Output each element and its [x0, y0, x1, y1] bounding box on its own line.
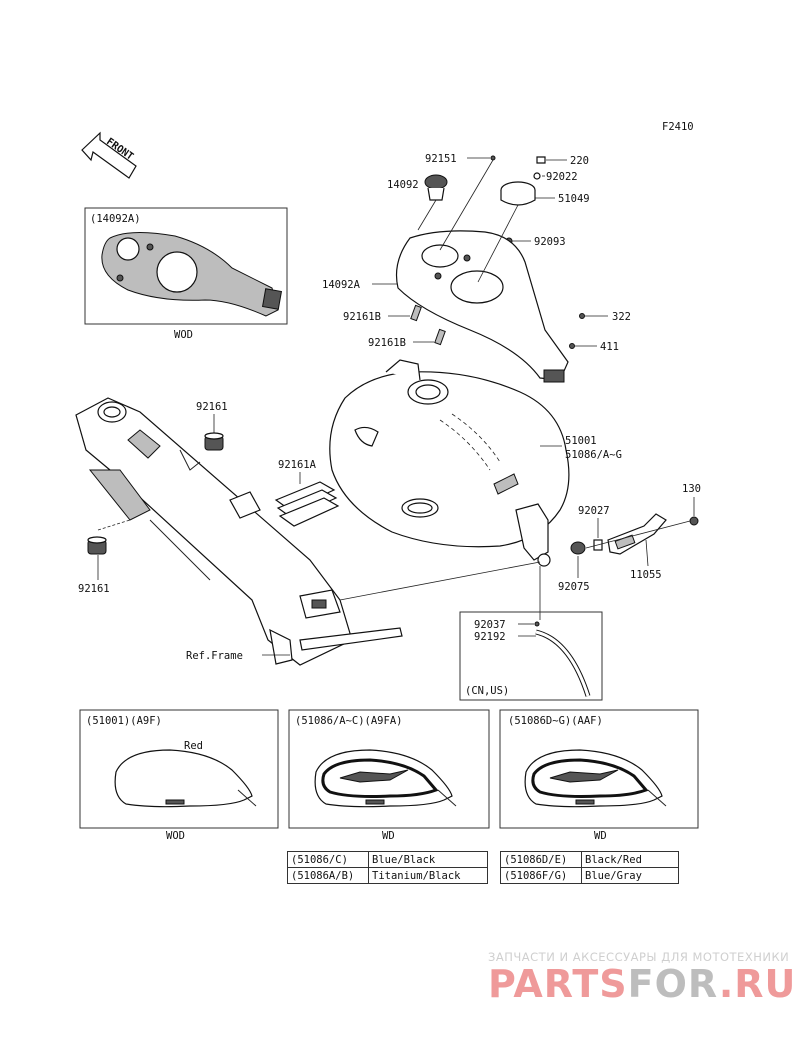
label-51049: 51049	[558, 193, 590, 205]
watermark-logo-part-b: FOR	[627, 962, 719, 1006]
inset-14092a-caption: WOD	[174, 329, 193, 341]
label-ref-frame: Ref.Frame	[186, 650, 243, 662]
front-arrow-icon: FRONT	[81, 131, 137, 179]
part-92161b-damper-2	[434, 328, 446, 346]
part-14092a-console-pad	[395, 230, 569, 383]
panel-51001-color-label: Red	[184, 740, 203, 752]
part-92022-washer	[533, 172, 541, 180]
part-411-nut	[569, 343, 575, 349]
panel-51001-caption: WOD	[166, 830, 185, 842]
color-row: (51086/C) Blue/Black	[287, 851, 488, 868]
label-92022: 92022	[546, 171, 578, 183]
part-220-screw	[536, 156, 546, 164]
label-92027: 92027	[578, 505, 610, 517]
part-92161-damper-top	[204, 432, 224, 451]
label-51001: 51001	[565, 435, 597, 447]
label-92093: 92093	[534, 236, 566, 248]
color-row: (51086A/B) Titanium/Black	[287, 867, 488, 884]
inset-cn-us-caption: (CN,US)	[465, 685, 509, 697]
color-name: Blue/Black	[368, 851, 488, 868]
color-name: Black/Red	[581, 851, 679, 868]
color-row: (51086F/G) Blue/Gray	[500, 867, 679, 884]
part-322-screw	[579, 313, 585, 319]
label-322: 322	[612, 311, 631, 323]
label-92161b-2: 92161B	[368, 337, 406, 349]
color-code: (51086A/B)	[287, 867, 369, 884]
label-92161-bottom: 92161	[78, 583, 110, 595]
label-92151: 92151	[425, 153, 457, 165]
panel-51001-tank-side	[114, 749, 257, 808]
panel-51086dg-tank-side	[524, 749, 667, 808]
label-92192: 92192	[474, 631, 506, 643]
part-92075-grommet	[570, 541, 586, 555]
label-92037: 92037	[474, 619, 506, 631]
label-130: 130	[682, 483, 701, 495]
part-92161b-damper-1	[410, 304, 422, 322]
part-14092-cap	[424, 174, 448, 201]
panel-51086dg-box	[499, 709, 699, 829]
part-130-bolt	[689, 516, 699, 526]
panel-51001-title: (51001)(A9F)	[86, 715, 162, 727]
label-51086-a-g: 51086/A~G	[565, 449, 622, 461]
part-51049-cap	[500, 181, 536, 206]
panel-51086ac-caption: WD	[382, 830, 395, 842]
label-11055: 11055	[630, 569, 662, 581]
diagram-id: F2410	[662, 121, 694, 133]
color-code: (51086F/G)	[500, 867, 582, 884]
label-220: 220	[570, 155, 589, 167]
inset-cn-us-box	[459, 611, 603, 701]
panel-51086ac-box	[288, 709, 490, 829]
color-table-right: (51086D/E) Black/Red (51086F/G) Blue/Gra…	[500, 851, 679, 884]
color-code: (51086/C)	[287, 851, 369, 868]
part-92161-damper-bottom	[87, 536, 107, 555]
panel-51086ac-tank-side	[314, 749, 457, 808]
part-92192-tube	[535, 629, 591, 697]
color-row: (51086D/E) Black/Red	[500, 851, 679, 868]
label-92075: 92075	[558, 581, 590, 593]
color-code: (51086D/E)	[500, 851, 582, 868]
label-92161b-1: 92161B	[343, 311, 381, 323]
panel-51086dg-caption: WD	[594, 830, 607, 842]
watermark-logo-part-a: PARTS	[488, 962, 628, 1006]
panel-51086ac-title: (51086/A~C)(A9FA)	[295, 715, 402, 727]
color-name: Blue/Gray	[581, 867, 679, 884]
watermark-logo-part-c: .RU	[718, 962, 797, 1006]
label-14092: 14092	[387, 179, 419, 191]
part-92037-clamp	[534, 621, 540, 627]
panel-51001-box	[79, 709, 279, 829]
inset-14092a-box	[84, 207, 288, 325]
watermark-logo: PARTSFOR.RU	[488, 962, 795, 1006]
color-table-left: (51086/C) Blue/Black (51086A/B) Titanium…	[287, 851, 488, 884]
label-411: 411	[600, 341, 619, 353]
inset-14092a-pad	[101, 231, 283, 317]
part-51001-fuel-tank	[329, 359, 570, 567]
part-92161a-pad	[274, 481, 340, 527]
motorcycle-frame	[75, 397, 403, 666]
label-14092a: 14092A	[322, 279, 361, 291]
color-name: Titanium/Black	[368, 867, 488, 884]
label-92161-top: 92161	[196, 401, 228, 413]
watermark-tagline: ЗАПЧАСТИ И АКСЕССУАРЫ ДЛЯ МОТОТЕХНИКИ	[488, 950, 790, 964]
part-11055-bracket	[607, 513, 667, 555]
label-92161a: 92161A	[278, 459, 317, 471]
inset-14092a-title: (14092A)	[90, 213, 141, 225]
panel-51086dg-title: (51086D~G)(AAF)	[508, 715, 603, 727]
part-92151-bolt	[490, 155, 496, 161]
